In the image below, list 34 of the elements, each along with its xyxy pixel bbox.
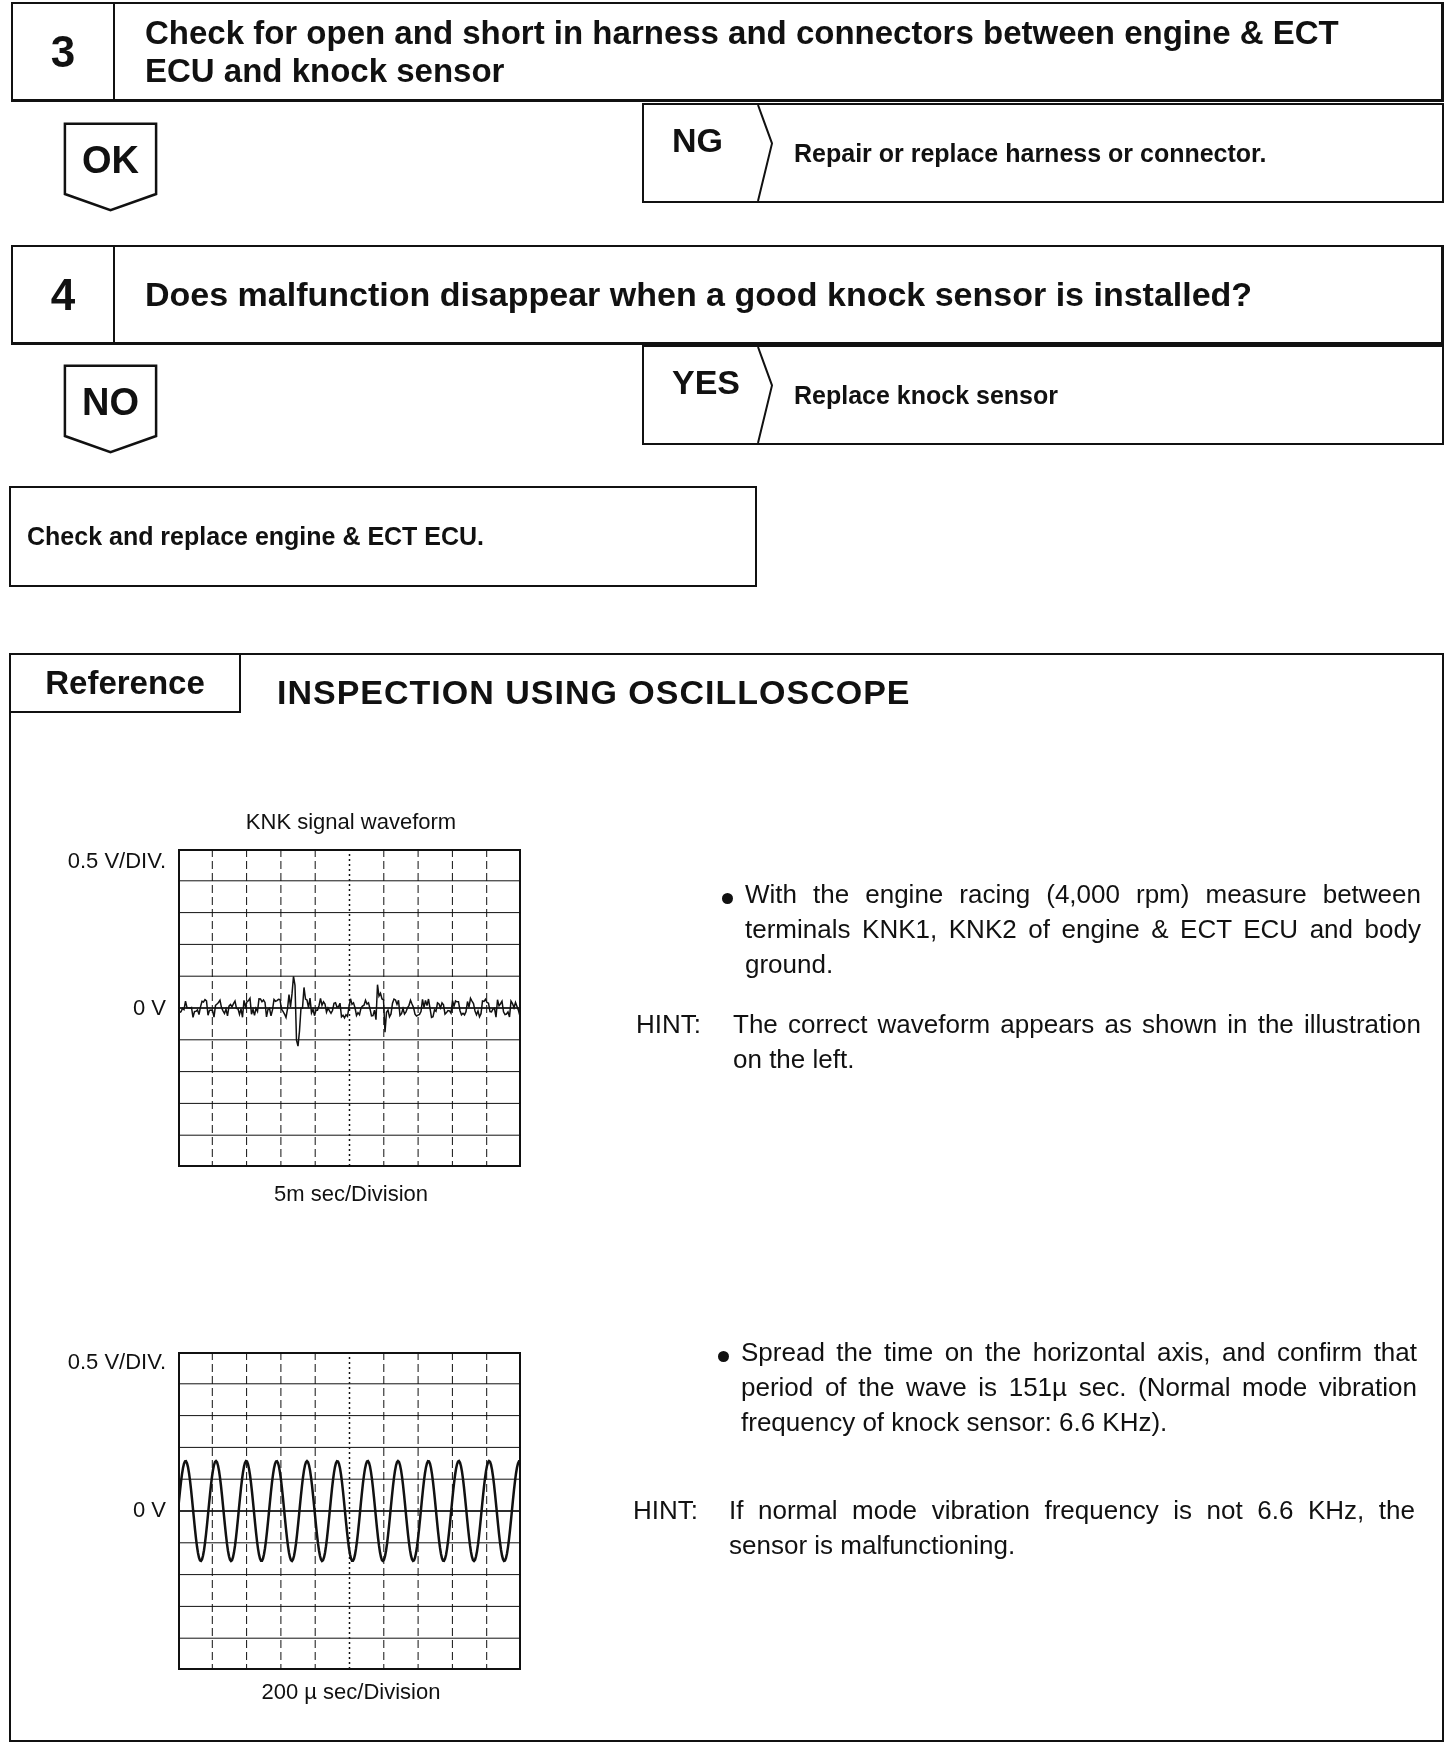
step-question: Does malfunction disappear when a good knock sensor is installed? <box>144 273 1254 315</box>
branch-label: YES <box>672 363 741 402</box>
tag-label: NO <box>82 380 139 424</box>
hint-label: HINT: <box>633 1494 699 1527</box>
branch-label: NG <box>672 121 723 160</box>
pentagon-tag <box>63 364 158 454</box>
scale-label: 0.5 V/DIV. <box>66 1348 166 1376</box>
axis-label: 0 V <box>131 1496 166 1524</box>
action-text: Repair or replace harness or connector. <box>794 137 1267 169</box>
instruction-text: Spread the time on the horizontal axis, and confirm that period of the wave is 151µ sec. (Normal mode vibration frequency of knock sensor: 6.6 KHz). <box>741 1336 1417 1440</box>
branch-box <box>642 103 1444 203</box>
caption: KNK signal waveform <box>244 808 458 836</box>
axis-label: 0 V <box>131 994 166 1022</box>
hint-text: The correct waveform appears as shown in the illustration on the left. <box>733 1008 1421 1077</box>
action-text: Replace knock sensor <box>794 379 1058 411</box>
caption: 5m sec/Division <box>272 1180 429 1208</box>
step-box <box>11 2 1444 102</box>
tag-label: OK <box>82 138 139 182</box>
step-box <box>11 245 1444 345</box>
reference-panel <box>9 653 1444 1742</box>
hint-label: HINT: <box>636 1008 702 1041</box>
scale-label: 0.5 V/DIV. <box>66 847 166 875</box>
pentagon-tag <box>63 122 158 212</box>
action-box <box>9 486 757 587</box>
step-number: 4 <box>13 247 115 342</box>
step-number: 3 <box>13 4 115 99</box>
hint-text: If normal mode vibration frequency is not 6.6 KHz, the sensor is malfunctioning. <box>729 1494 1415 1563</box>
panel-title: INSPECTION USING OSCILLOSCOPE <box>277 673 911 712</box>
reference-tab: Reference <box>9 653 241 713</box>
action-text: Check and replace engine & ECT ECU. <box>27 522 485 551</box>
instruction-text: With the engine racing (4,000 rpm) measure between terminals KNK1, KNK2 of engine & ECT ECU and body ground. <box>745 878 1421 982</box>
branch-box <box>642 345 1444 445</box>
caption: 200 µ sec/Division <box>260 1678 442 1706</box>
step-question: Check for open and short in harness and connectors between engine & ECT ECU and knock sensor <box>144 12 1340 91</box>
